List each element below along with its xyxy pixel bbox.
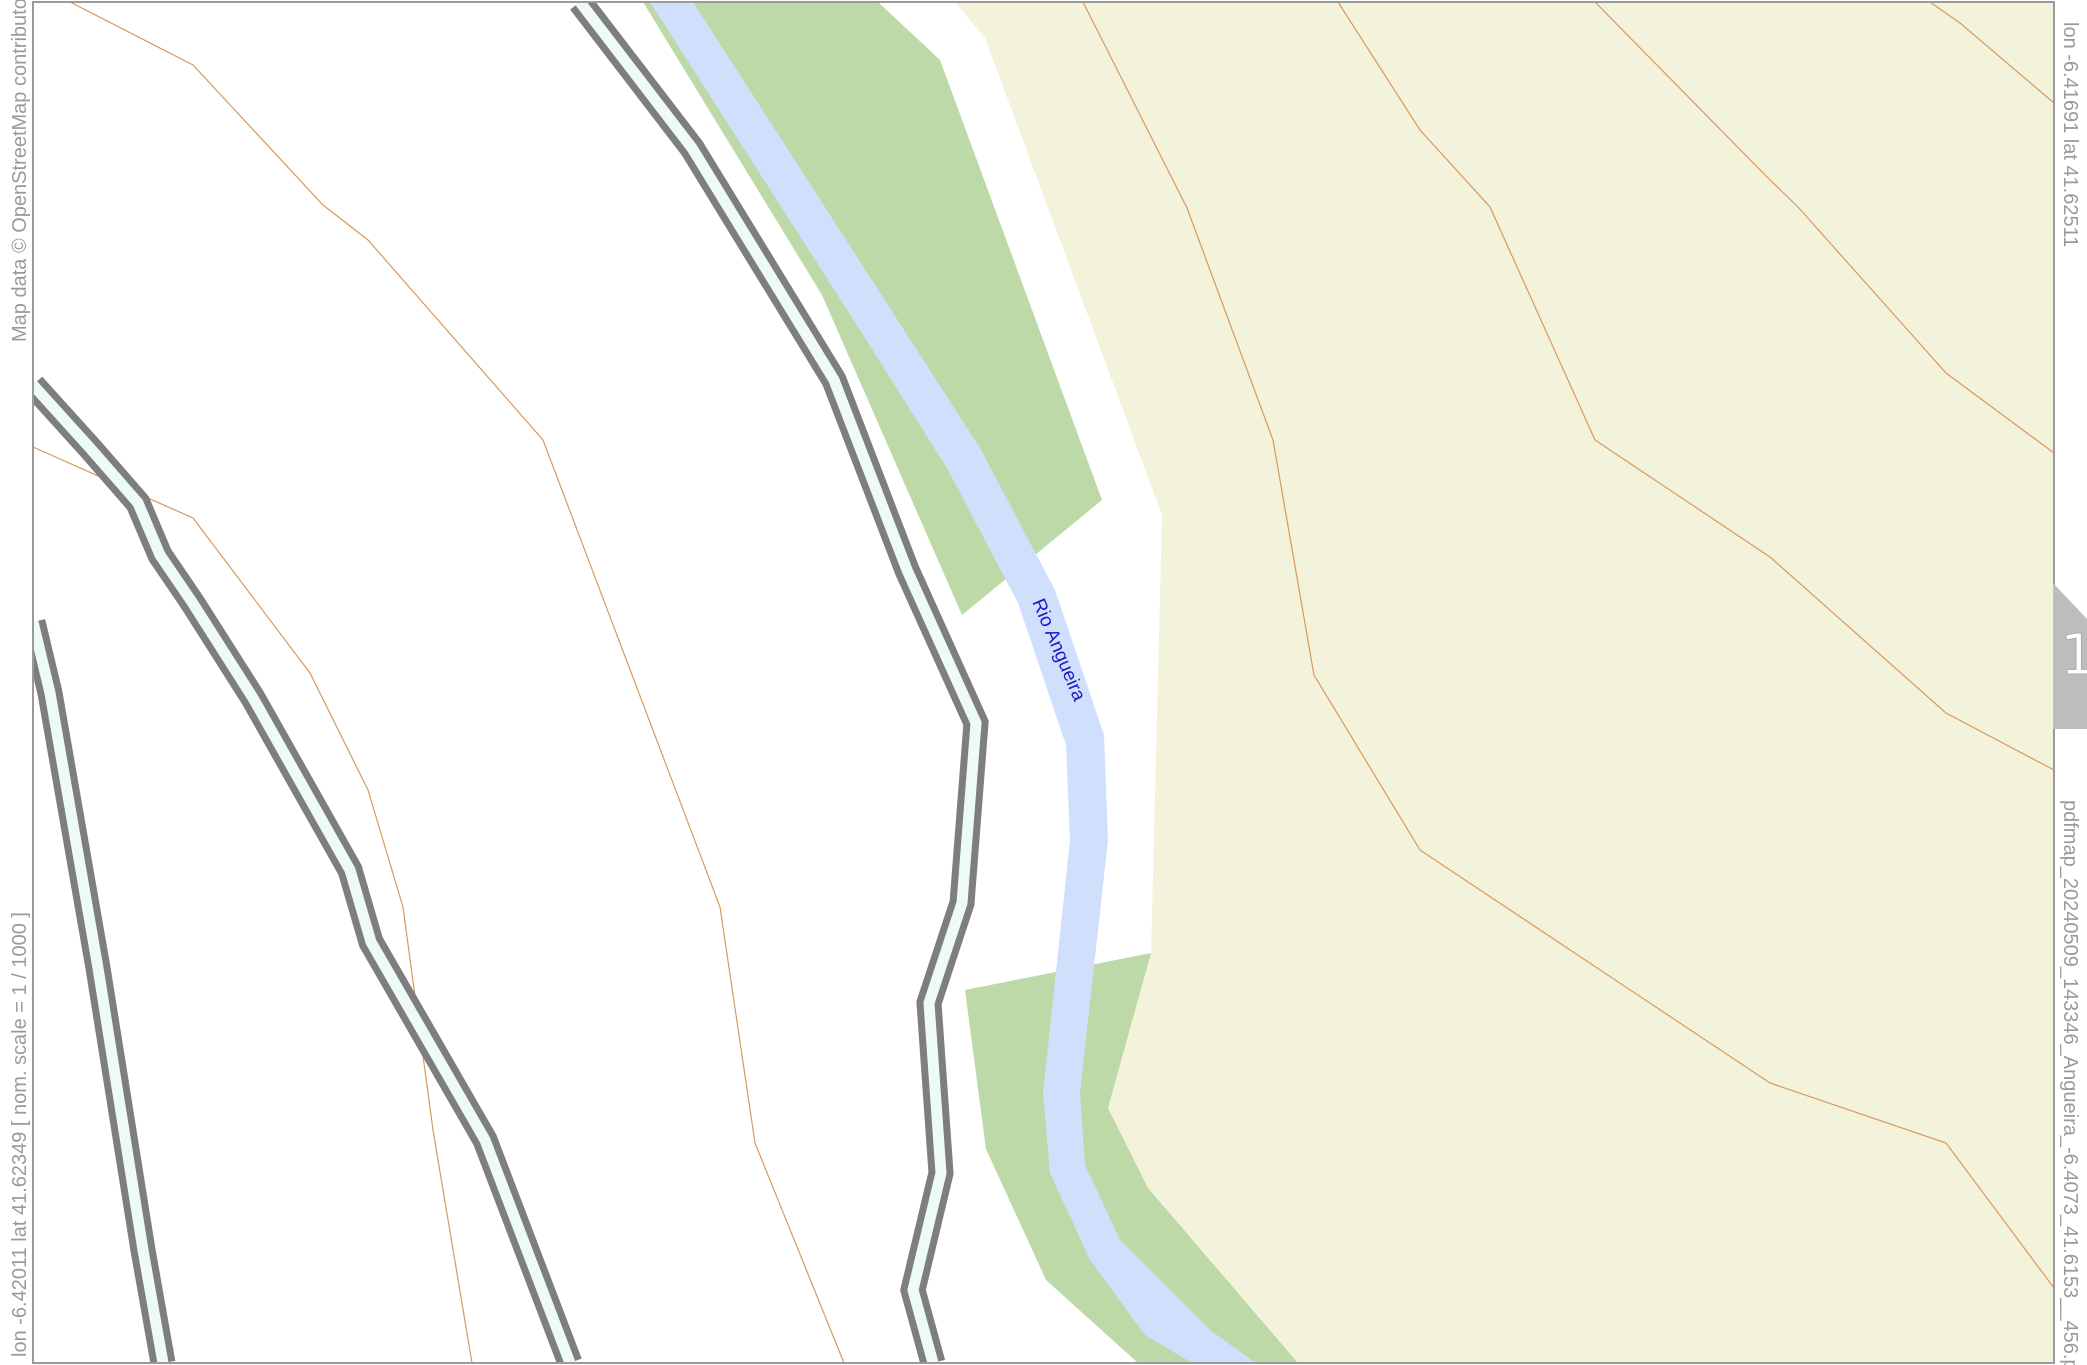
contour-lines — [33, 2, 2054, 1363]
road-fill-east — [575, 2, 982, 1363]
page-tab-icon[interactable] — [2053, 583, 2087, 729]
pdf-filename: pdfmap_20240509_143346_Angueira_-6.4073_… — [2059, 800, 2081, 1365]
contour-line — [1594, 2, 2054, 454]
contour-line — [69, 2, 845, 1363]
map-attribution: Map data © OpenStreetMap contributors — [9, 0, 31, 342]
contour-line — [1082, 2, 2054, 1289]
page-tab-shape — [2053, 583, 2087, 729]
road-fill-middle — [33, 381, 576, 1363]
contour-line — [1337, 2, 2054, 771]
contour-line — [1929, 2, 2054, 104]
road-fill-west — [33, 620, 169, 1363]
page-number[interactable]: 1 — [2060, 623, 2087, 688]
top-right-coordinates: lon -6.41691 lat 41.62511 — [2059, 22, 2081, 248]
road-fills — [33, 2, 982, 1363]
map-content: Rio Angueira — [33, 2, 2054, 1363]
contour-line — [33, 446, 473, 1363]
bottom-left-coordinates: lon -6.42011 lat 41.62349 [ nom. scale =… — [9, 912, 31, 1357]
farmland-area — [955, 2, 2054, 1363]
